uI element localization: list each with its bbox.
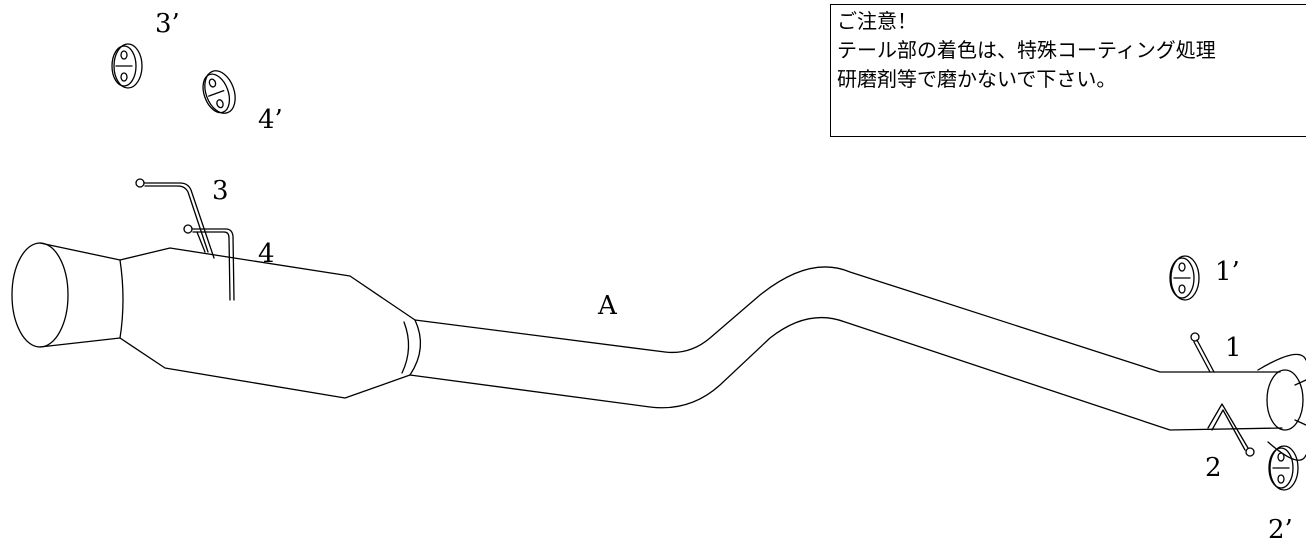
hanger-4-bracket — [196, 231, 206, 253]
rubber-mount-4 — [202, 70, 236, 114]
tail-tip-opening — [11, 242, 69, 348]
hanger-3 — [135, 178, 215, 259]
label-hanger-1: 1 — [1225, 333, 1242, 363]
label-hanger-4: 4 — [258, 239, 275, 269]
hanger-4-end — [183, 224, 193, 234]
muffler-bottom — [119, 337, 411, 399]
rubber-mount-1 — [1169, 255, 1200, 301]
label-hanger-2: 2 — [1205, 453, 1222, 483]
label-part-a: A — [597, 291, 618, 321]
inlet-flange — [1257, 353, 1306, 461]
hanger-2-rod — [1207, 403, 1249, 449]
label-rubber-1: 1’ — [1215, 257, 1240, 287]
hanger-1-end — [1190, 332, 1200, 342]
label-rubber-4: 4’ — [258, 105, 283, 135]
hanger-2-end — [1245, 447, 1255, 457]
label-hanger-3: 3 — [212, 176, 229, 206]
hanger-2-rod-inner — [1211, 409, 1246, 451]
label-rubber-2: 2’ — [1268, 515, 1293, 544]
hanger-3-rod — [143, 182, 215, 259]
tail-tip-seam — [119, 259, 124, 339]
pipe-lower-edge — [409, 316, 1283, 431]
hanger-3-rod-inner — [144, 185, 209, 253]
hanger-4 — [183, 224, 235, 301]
flange-outline — [1257, 353, 1306, 461]
main-pipe — [409, 266, 1283, 431]
label-rubber-3: 3’ — [155, 9, 180, 39]
notice-title: ご注意！ — [837, 9, 917, 33]
rubber-mount-3 — [111, 43, 143, 89]
hanger-1 — [1190, 332, 1215, 373]
muffler-end-ring — [401, 321, 410, 374]
notice-line-1: テール部の着色は、特殊コーティング処理 — [837, 38, 1216, 62]
hanger-3-end — [135, 178, 145, 188]
notice-line-2: 研磨剤等で磨かないで下さい。 — [837, 67, 1117, 91]
flange-detail — [1294, 379, 1306, 426]
muffler-top — [119, 247, 416, 321]
hanger-1-rod — [1193, 339, 1215, 373]
muffler-end-seam — [409, 319, 422, 376]
hanger-4-rod-inner — [192, 231, 231, 301]
tail-section — [11, 242, 422, 399]
caution-notice: ご注意！ テール部の着色は、特殊コーティング処理 研磨剤等で磨かないで下さい。 — [830, 4, 1306, 137]
pipe-upper-edge — [414, 266, 1281, 373]
hanger-2 — [1207, 403, 1255, 457]
flange-opening — [1266, 369, 1304, 431]
hanger-4-rod — [191, 228, 235, 301]
rubber-mount-2 — [1268, 445, 1299, 491]
tail-tip-body — [39, 242, 121, 348]
